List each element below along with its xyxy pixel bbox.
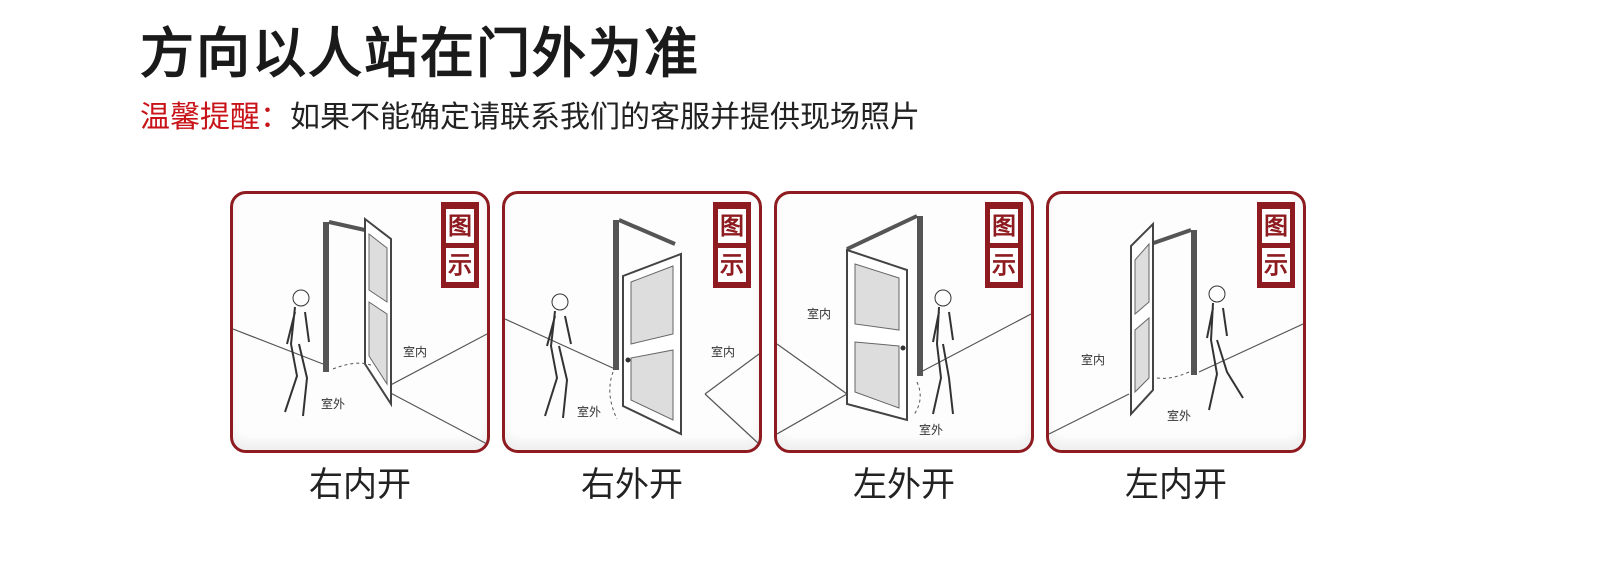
room-label-outside: 室外	[919, 422, 943, 437]
badge-char-top: 图	[1262, 208, 1290, 243]
door-card-left-outward: 室内 室外 图 示	[774, 191, 1034, 453]
door-card-right-inward: 室内 室外 图 示	[230, 191, 490, 453]
room-label-outside: 室外	[577, 404, 601, 419]
room-label-inside: 室内	[1081, 352, 1105, 367]
notice-label: 温馨提醒：	[140, 100, 290, 135]
badge-char-top: 图	[990, 208, 1018, 243]
badge-char-bottom: 示	[718, 247, 746, 282]
door-illustration: 室内 室外	[777, 214, 1031, 437]
diagram-badge: 图 示	[713, 202, 751, 288]
door-card-right-outward: 室内 室外 图 示	[502, 191, 762, 453]
page-title: 方向以人站在门外为准	[140, 22, 700, 85]
room-label-inside: 室内	[711, 344, 735, 359]
card-caption: 左外开	[853, 465, 955, 505]
card-caption: 右内开	[309, 465, 411, 505]
badge-char-bottom: 示	[990, 247, 1018, 282]
door-illustration: 室内 室外	[1049, 221, 1303, 435]
door-illustration: 室内 室外	[233, 216, 487, 445]
notice: 温馨提醒：如果不能确定请联系我们的客服并提供现场照片	[140, 96, 920, 140]
room-label-outside: 室外	[1167, 408, 1191, 423]
badge-char-top: 图	[718, 208, 746, 243]
card-caption: 左内开	[1125, 465, 1227, 505]
door-card-left-inward: 室内 室外 图 示	[1046, 191, 1306, 453]
card-caption: 右外开	[581, 465, 683, 505]
room-label-inside: 室内	[403, 344, 427, 359]
notice-text: 如果不能确定请联系我们的客服并提供现场照片	[290, 100, 920, 135]
badge-char-bottom: 示	[1262, 247, 1290, 282]
room-label-outside: 室外	[321, 396, 345, 411]
diagram-badge: 图 示	[1257, 202, 1295, 288]
room-label-inside: 室内	[807, 306, 831, 321]
badge-char-top: 图	[446, 208, 474, 243]
badge-char-bottom: 示	[446, 247, 474, 282]
door-illustration: 室内 室外	[505, 218, 759, 445]
diagram-badge: 图 示	[985, 202, 1023, 288]
diagram-badge: 图 示	[441, 202, 479, 288]
